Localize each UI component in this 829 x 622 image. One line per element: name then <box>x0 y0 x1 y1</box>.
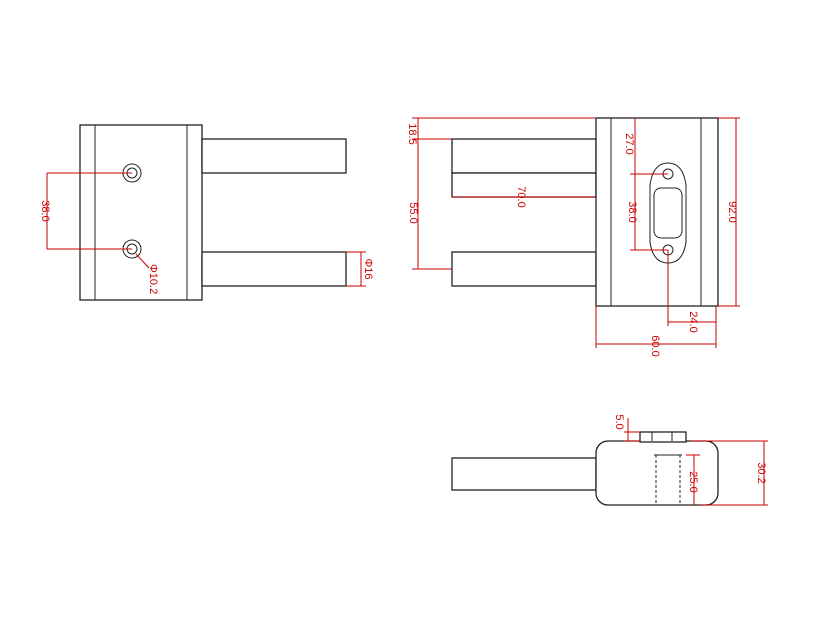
right-view: 18.5 55.0 70.0 27.0 38.0 92.0 24.0 60.0 <box>406 117 740 357</box>
dim-right-hole-offset: 27.0 <box>623 133 635 154</box>
dim-left-hole-spacing: 38.0 <box>39 200 51 221</box>
dim-bottom-boss-height: 5.0 <box>613 414 625 429</box>
right-view-flange <box>649 162 687 264</box>
left-view: 38.0 Φ10.2 Φ16 <box>39 124 374 301</box>
left-view-rod-upper <box>201 138 347 174</box>
dim-right-inner-width: 24.0 <box>687 311 699 332</box>
bottom-view: 5.0 25.0 30.2 <box>451 414 768 506</box>
dim-bottom-total-height: 30.2 <box>755 462 767 483</box>
dim-right-top-offset: 18.5 <box>406 123 418 144</box>
dim-bottom-inner-height: 25.0 <box>687 471 699 492</box>
left-view-rod-lower <box>201 251 347 287</box>
dim-left-rod-diameter: Φ16 <box>362 258 374 279</box>
dim-leader <box>135 253 150 269</box>
right-view-rod-upper <box>451 138 597 174</box>
dim-right-rod-length: 70.0 <box>515 186 527 207</box>
right-view-block <box>595 117 719 307</box>
bottom-view-boss <box>639 431 687 443</box>
right-view-rod-upper-lower <box>451 172 597 198</box>
bottom-view-rod <box>451 457 597 491</box>
left-view-block <box>79 124 203 301</box>
right-view-rod-lower <box>451 251 597 287</box>
dim-right-hole-spacing: 38.0 <box>626 201 638 222</box>
dim-right-rod-spacing: 55.0 <box>407 202 419 223</box>
dim-right-total-height: 92.0 <box>726 201 738 222</box>
right-view-flange-slot <box>653 187 683 239</box>
dim-left-hole-diameter: Φ10.2 <box>147 264 159 294</box>
dim-right-total-width: 60.0 <box>649 335 661 356</box>
